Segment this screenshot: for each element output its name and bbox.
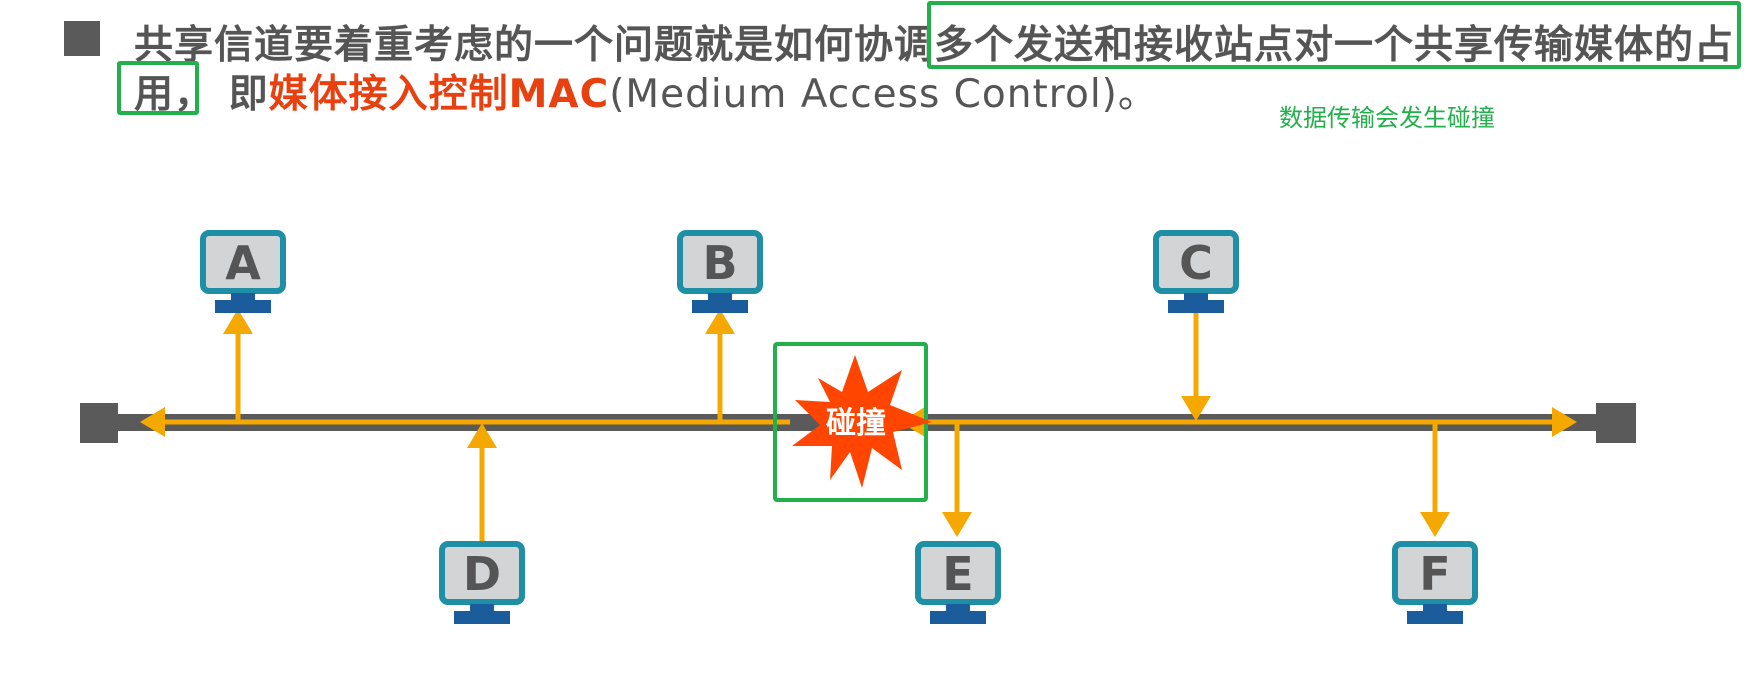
collision-burst-icon [792,355,932,488]
collision-label: 碰撞 [826,406,886,441]
station-C: C [1153,230,1239,313]
station-label: B [702,236,737,290]
mac-term: 媒体接入控制MAC [268,72,610,117]
highlight-box-occupy [117,61,199,115]
collision-note: 数据传输会发生碰撞 [1279,104,1495,132]
station-label: E [942,547,973,601]
station-label: D [463,547,501,601]
heading-mid: 即 [214,72,269,117]
station-B: B [677,230,763,313]
highlight-box-sharing [927,1,1741,69]
station-label: F [1419,547,1450,601]
mac-full-name: (Medium Access Control)。 [609,72,1158,117]
station-label: A [225,236,261,290]
bus-terminator-left [80,403,118,443]
station-E: E [915,541,1001,624]
bus-terminator-right [1596,403,1636,443]
heading-line-2: 用， 即媒体接入控制MAC(Medium Access Control)。 [134,63,1158,119]
station-A: A [200,230,286,313]
bullet-square [64,21,100,56]
heading-line-1: 共享信道要着重考虑的一个问题就是如何协调多个发送和接收站点对一个共享传输媒体的占 [134,23,1735,68]
heading-prefix: 用， [134,72,215,117]
station-D: D [439,541,525,624]
station-label: C [1179,236,1213,290]
station-F: F [1392,541,1478,624]
